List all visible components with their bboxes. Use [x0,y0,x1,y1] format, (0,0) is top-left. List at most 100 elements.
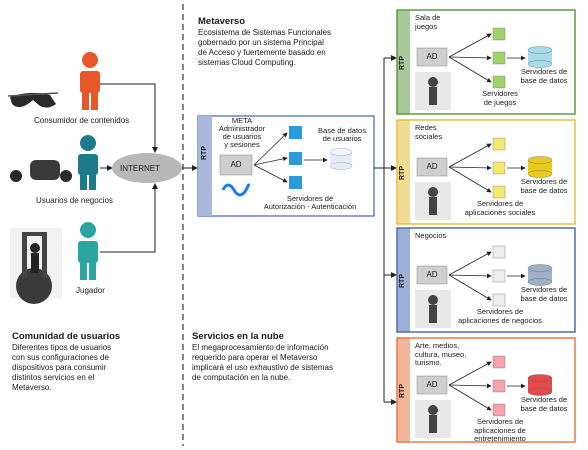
community-title: Comunidad de usuarios [12,331,121,342]
community-line5: Metaverso. [12,383,52,392]
panel-arrow [448,273,492,279]
panel-photo-person-body [429,415,437,433]
cloud-title: Servicios en la nube [192,331,284,342]
panel-ad-label: AD [426,162,438,171]
vr-headset-icon [10,160,72,182]
internet-cloud [112,153,182,183]
panel-servers-line1: Servidores de [476,417,524,426]
panel-ad-label: AD [426,380,438,389]
panel-servers-line2: aplicaciones de [474,425,526,435]
meta-db-line1: Base de datos [318,126,366,135]
database-icon-top [527,46,553,54]
server-cube-icon [492,293,506,307]
server-cube-icon [492,185,506,199]
panel-arrow [448,33,492,58]
panel-ad-label: AD [426,270,438,279]
database-icon-top [527,156,553,164]
panel-ad-box [416,47,448,67]
panel-arrow [448,383,492,389]
panel-servers-line3: entretenimiento [474,434,526,443]
internet-label: INTERNET [120,164,160,173]
database-icon-top [527,264,553,272]
service-panel [396,9,576,115]
panel-servers-line2: aplicaciones sociales [464,207,536,217]
service-panel [396,337,576,443]
panel-ad-box [416,265,448,285]
database-icon [528,268,552,282]
server-cube-icon [492,161,506,175]
panel-name-line1: Sala de [415,13,441,22]
panel-arrow [448,251,492,276]
metaverso-title: Metaverso [198,16,245,27]
meta-admin-line2: Administrador [218,124,266,133]
panel-photo-person-body [429,197,437,215]
meta-servers-line1: Servidores de [286,194,334,203]
meta-box [197,115,375,217]
business-person-icon [78,135,98,190]
panel-ad-box [416,375,448,395]
panel-rtp-bar [397,10,410,114]
panel-photo-person-body [429,87,437,105]
panel-rtp-bar [397,338,410,442]
metaverso-line1: Ecosistema de Sistemas Funcionales [198,28,331,37]
metaverso-line4: sistemas Cloud Computing. [198,58,296,67]
server-cube-icon [492,403,506,417]
panel-arrow [448,165,492,171]
vr-glasses-icon [7,92,59,108]
panel-servers-line2: aplicaciones de negocios [458,315,542,325]
panel-name-line1: Negocios [415,231,447,240]
consumer-person-icon [80,52,100,110]
server-cube-icon [492,355,506,369]
database-icon [528,160,552,174]
panel-arrow [448,56,492,83]
panel-db-line2: base de datos [520,403,568,413]
consumer-label: Consumidor de contenidos [34,116,130,125]
panel-servers-line1: Servidores de [476,307,524,316]
community-line2: con sus configuraciones de [12,353,109,362]
meta-servers-line2: Autorización - Autenticación [263,202,357,211]
panel-db-line2: base de datos [520,75,568,85]
server-cube-icon [289,126,302,139]
panel-photo-person-body [429,305,437,323]
server-cube-icon [492,269,506,283]
community-line3: dispositivos para consumir [12,363,107,372]
panel-servers-line1: Servidores [482,89,518,98]
meta-db-line2: de usuarios [322,134,362,143]
panel-arrow [448,384,492,411]
consumer-connector [100,83,158,153]
database-icon-bottom [527,278,553,286]
gamer-connector [100,183,158,253]
panel-rtp-label: RTP [399,56,406,70]
business-label: Usuarios de negocios [36,196,113,205]
panel-name-line2: cultura, museo, [415,349,467,359]
panel-name-line1: Redes [415,123,437,132]
panel-arrow [448,166,492,193]
panel-rtp-label: RTP [399,166,406,180]
panel-arrow [448,274,492,301]
panel-photo-person [428,295,438,305]
panel-db-line1: Servidores de [520,285,568,294]
metaverso-line2: gobernado por un sistema Principal [198,38,324,47]
panel-rtp-label: RTP [399,384,406,398]
panel-photo-person [428,77,438,87]
service-panel [396,227,576,333]
panel-arrow [448,361,492,386]
panel-rtp-label: RTP [399,274,406,288]
cloud-line1: El megaprocesamiento de información [192,343,329,352]
database-icon-top [527,374,553,382]
panel-name-line2: juegos [415,21,438,31]
panel-servers-line2: de juegos [483,97,517,107]
panel-photo-person [428,187,438,197]
database-icon-bottom [527,170,553,178]
meta-rtp-label: RTP [201,146,208,160]
meta-admin-line3: de usuarios [222,132,262,141]
gamer-person-icon [78,222,98,280]
database-icon [528,50,552,64]
meta-admin-line1: META [231,116,253,125]
server-cube-icon [492,51,506,65]
cloud-line4: de computación en la nube. [192,373,291,382]
server-cube-icon [492,75,506,89]
panel-db-line2: base de datos [520,185,568,195]
panel-name-line2: sociales [415,131,443,141]
